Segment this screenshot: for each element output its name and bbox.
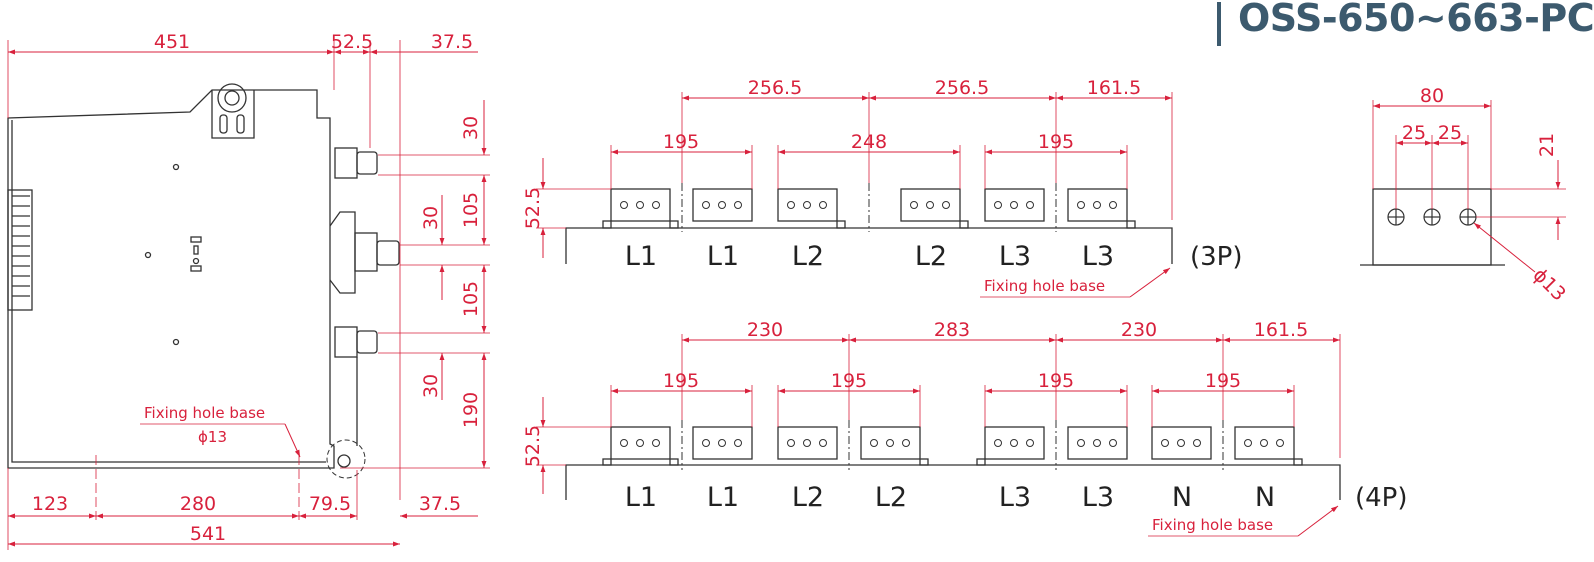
4p-bar-2: 195 bbox=[831, 370, 867, 392]
3p-terminals bbox=[602, 188, 1136, 229]
4p-label-6: L3 bbox=[1082, 482, 1114, 513]
dim-30-top: 30 bbox=[460, 116, 482, 140]
4p-label-2: L1 bbox=[707, 482, 739, 513]
dim-79-5: 79.5 bbox=[309, 493, 351, 515]
detail-hole-leader bbox=[1473, 222, 1536, 273]
4p-base-outline bbox=[565, 464, 1341, 500]
side-hole-bottom bbox=[172, 338, 180, 346]
3p-bar-1: 195 bbox=[663, 131, 699, 153]
detail-dim-80: 80 bbox=[1420, 85, 1444, 107]
4p-bar-3: 195 bbox=[1038, 370, 1074, 392]
3p-fixing-leader bbox=[1129, 267, 1171, 298]
4p-label-3: L2 bbox=[792, 482, 824, 513]
4p-bar-4: 195 bbox=[1205, 370, 1241, 392]
dim-123: 123 bbox=[32, 493, 68, 515]
dim-37-5-top: 37.5 bbox=[431, 31, 473, 53]
3p-bar-3: 195 bbox=[1038, 131, 1074, 153]
dim-541: 541 bbox=[190, 523, 226, 545]
3p-label-1: L1 bbox=[625, 241, 657, 272]
3p-height: 52.5 bbox=[522, 187, 544, 229]
side-terminal-middle bbox=[329, 211, 400, 294]
4p-label-8: N bbox=[1255, 482, 1275, 513]
4p-pitch-3: 230 bbox=[1121, 319, 1157, 341]
dim-105-lower: 105 bbox=[460, 281, 482, 317]
4p-terminal-screws bbox=[620, 439, 1284, 447]
detail-dim-25a: 25 bbox=[1402, 122, 1426, 144]
side-vent bbox=[7, 189, 33, 311]
side-fixing-leader bbox=[284, 423, 301, 458]
3p-label-2: L1 bbox=[707, 241, 739, 272]
detail-holes bbox=[1387, 208, 1477, 226]
dim-280: 280 bbox=[180, 493, 216, 515]
dim-30-bottom: 30 bbox=[420, 374, 442, 398]
4p-bar-1: 195 bbox=[663, 370, 699, 392]
4p-label-5: L3 bbox=[999, 482, 1031, 513]
3p-bar-2: 248 bbox=[851, 131, 887, 153]
3p-fixing-note: Fixing hole base bbox=[984, 277, 1105, 295]
dim-30-mid: 30 bbox=[420, 206, 442, 230]
4p-centerlines bbox=[681, 420, 1224, 470]
4p-label-1: L1 bbox=[625, 482, 657, 513]
detail-hole-dia: ϕ13 bbox=[1528, 264, 1570, 306]
4p-pitch-2: 283 bbox=[934, 319, 970, 341]
4p-fixing-leader bbox=[1297, 505, 1339, 537]
3p-terminal-screws bbox=[620, 201, 1117, 209]
side-hole-top bbox=[172, 163, 180, 171]
4p-fixing-note: Fixing hole base bbox=[1152, 516, 1273, 534]
dim-52-5: 52.5 bbox=[331, 31, 373, 53]
side-terminal-bottom bbox=[334, 326, 378, 358]
dim-37-5-bottom: 37.5 bbox=[419, 493, 461, 515]
4p-pitch-1: 230 bbox=[747, 319, 783, 341]
3p-label-3: L2 bbox=[792, 241, 824, 272]
4p-pole-label: (4P) bbox=[1355, 483, 1408, 513]
side-terminal-top bbox=[334, 147, 378, 179]
side-hole-mid bbox=[144, 251, 152, 259]
4p-pitch-4: 161.5 bbox=[1254, 319, 1308, 341]
side-fixing-note: Fixing hole base bbox=[144, 404, 265, 422]
dim-190: 190 bbox=[460, 392, 482, 428]
dim-105-upper: 105 bbox=[460, 192, 482, 228]
3p-pitch-3: 161.5 bbox=[1087, 77, 1141, 99]
4p-terminals bbox=[602, 426, 1303, 466]
fixing-hole-circle bbox=[326, 439, 366, 479]
side-body-outline bbox=[7, 89, 335, 469]
model-title: OSS-650~663-PC bbox=[1238, 0, 1594, 40]
detail-dim-21: 21 bbox=[1536, 133, 1558, 157]
4p-label-4: L2 bbox=[875, 482, 907, 513]
side-handle bbox=[211, 83, 255, 139]
3p-pitch-2: 256.5 bbox=[935, 77, 989, 99]
view-3p: 256.5 256.5 161.5 195 248 195 52.5 L1 L1… bbox=[522, 77, 1243, 298]
3p-label-6: L3 bbox=[1082, 241, 1114, 272]
view-4p: 230 283 230 161.5 195 195 195 195 52.5 L… bbox=[522, 319, 1408, 537]
side-indicator bbox=[190, 236, 202, 272]
title-accent-bar bbox=[1217, 2, 1221, 46]
detail-dim-25b: 25 bbox=[1438, 122, 1462, 144]
side-hole-dia: ϕ13 bbox=[198, 428, 227, 446]
3p-pole-label: (3P) bbox=[1190, 242, 1243, 272]
side-view: 451 52.5 37.5 30 105 30 105 30 190 bbox=[7, 31, 490, 550]
3p-pitch-1: 256.5 bbox=[748, 77, 802, 99]
detail-view: 80 25 25 21 ϕ13 bbox=[1360, 85, 1570, 305]
3p-label-4: L2 bbox=[915, 241, 947, 272]
4p-label-7: N bbox=[1172, 482, 1192, 513]
4p-height: 52.5 bbox=[522, 425, 544, 467]
3p-label-5: L3 bbox=[999, 241, 1031, 272]
fixing-hole bbox=[337, 454, 351, 468]
side-inner-line bbox=[11, 120, 326, 463]
dim-451: 451 bbox=[154, 31, 190, 53]
